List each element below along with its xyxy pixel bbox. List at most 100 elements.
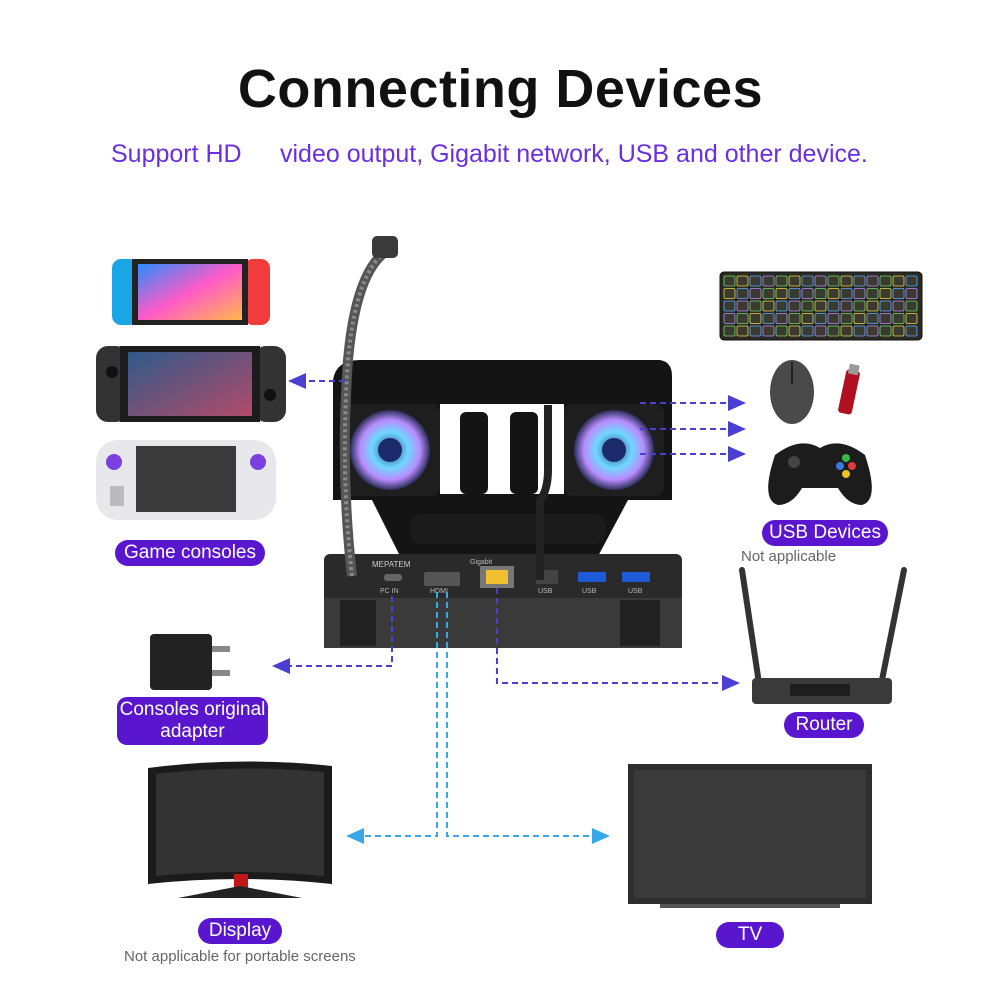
handheld-console-image xyxy=(96,440,276,520)
keyboard-key xyxy=(775,313,788,324)
adapter-image xyxy=(150,634,230,690)
keyboard-key xyxy=(788,288,801,299)
usb-devices-note: Not applicable xyxy=(741,548,837,565)
keyboard-key xyxy=(762,300,775,312)
keyboard-key xyxy=(749,313,762,324)
keyboard-key xyxy=(853,325,866,337)
keyboard-key xyxy=(853,300,866,312)
keyboard-key xyxy=(762,313,775,324)
subtitle-part-2: video output, Gigabit network, USB and o… xyxy=(280,140,868,168)
tv-image xyxy=(628,764,872,908)
keyboard-key xyxy=(853,288,866,299)
keyboard-key xyxy=(827,288,840,299)
keyboard-key xyxy=(853,275,866,287)
keyboard-key xyxy=(879,313,892,324)
keyboard-key xyxy=(788,275,801,287)
keyboard-key xyxy=(736,288,749,299)
keyboard-key xyxy=(749,325,762,337)
keyboard-key xyxy=(827,325,840,337)
keyboard-key xyxy=(723,288,736,299)
keyboard-key xyxy=(801,300,814,312)
port-label-usb-c: USB xyxy=(538,588,553,595)
keyboard-key xyxy=(814,275,827,287)
keyboard-key xyxy=(775,300,788,312)
keyboard-key xyxy=(905,313,918,324)
port-label-pcin: PC IN xyxy=(380,588,399,595)
keyboard-key xyxy=(723,275,736,287)
keyboard-key xyxy=(723,325,736,337)
keyboard-key xyxy=(814,325,827,337)
keyboard-key xyxy=(801,275,814,287)
keyboard-key xyxy=(736,325,749,337)
keyboard-key xyxy=(840,275,853,287)
keyboard-key xyxy=(866,300,879,312)
keyboard-key xyxy=(866,325,879,337)
keyboard-key xyxy=(736,275,749,287)
keyboard-key xyxy=(775,288,788,299)
keyboard-key xyxy=(879,325,892,337)
keyboard-key xyxy=(827,313,840,324)
mouse-image xyxy=(770,360,814,424)
subtitle-part-1: Support HD xyxy=(111,140,242,168)
keyboard-key xyxy=(892,313,905,324)
usb-stick-image xyxy=(838,363,860,415)
keyboard-key xyxy=(879,300,892,312)
keyboard-key xyxy=(892,300,905,312)
keyboard-key xyxy=(762,275,775,287)
switch-oled-console-image xyxy=(96,346,286,422)
keyboard-key xyxy=(788,325,801,337)
label-usb-devices: USB Devices xyxy=(762,520,888,546)
keyboard-key xyxy=(853,313,866,324)
label-game-consoles: Game consoles xyxy=(115,540,265,566)
keyboard-key xyxy=(840,288,853,299)
display-note: Not applicable for portable screens xyxy=(124,948,356,965)
port-label-usb-a1: USB xyxy=(582,588,597,595)
keyboard-key xyxy=(879,275,892,287)
keyboard-key xyxy=(892,275,905,287)
keyboard-key xyxy=(814,300,827,312)
keyboard-key xyxy=(814,313,827,324)
keyboard-key xyxy=(905,325,918,337)
label-tv: TV xyxy=(716,922,784,948)
page-title: Connecting Devices xyxy=(237,59,764,119)
keyboard-key xyxy=(892,325,905,337)
keyboard-key xyxy=(866,275,879,287)
monitor-image xyxy=(148,761,332,898)
keyboard-key xyxy=(736,313,749,324)
keyboard-key xyxy=(866,313,879,324)
label-adapter: Consoles original adapter xyxy=(117,697,268,745)
keyboard-key xyxy=(840,313,853,324)
keyboard-key xyxy=(801,288,814,299)
keyboard-key xyxy=(749,288,762,299)
keyboard-key xyxy=(905,300,918,312)
label-router: Router xyxy=(784,712,864,738)
switch-console-image xyxy=(112,259,270,325)
keyboard-key xyxy=(814,288,827,299)
keyboard-key xyxy=(827,275,840,287)
gamepad-image xyxy=(768,443,872,505)
keyboard-key xyxy=(879,288,892,299)
port-label-usb-a2: USB xyxy=(628,588,643,595)
keyboard-key xyxy=(827,300,840,312)
keyboard-key xyxy=(801,313,814,324)
keyboard-key xyxy=(723,300,736,312)
keyboard-key xyxy=(840,300,853,312)
port-label-hdmi: HDMI xyxy=(430,588,448,595)
keyboard-key xyxy=(892,288,905,299)
keyboard-key xyxy=(775,275,788,287)
keyboard-key xyxy=(905,275,918,287)
router-image xyxy=(739,567,907,704)
dock-brand: MEPATEM xyxy=(372,560,411,569)
keyboard-key xyxy=(866,288,879,299)
keyboard-key xyxy=(840,325,853,337)
label-display: Display xyxy=(198,918,282,944)
keyboard-key xyxy=(801,325,814,337)
keyboard-key xyxy=(736,300,749,312)
dock-image: MEPATEM PC IN HDMI Gigabit USB USB USB xyxy=(324,236,682,648)
keyboard-key xyxy=(775,325,788,337)
keyboard-key xyxy=(749,300,762,312)
port-label-gigabit: Gigabit xyxy=(470,559,492,566)
keyboard-key xyxy=(788,313,801,324)
keyboard-key xyxy=(762,288,775,299)
